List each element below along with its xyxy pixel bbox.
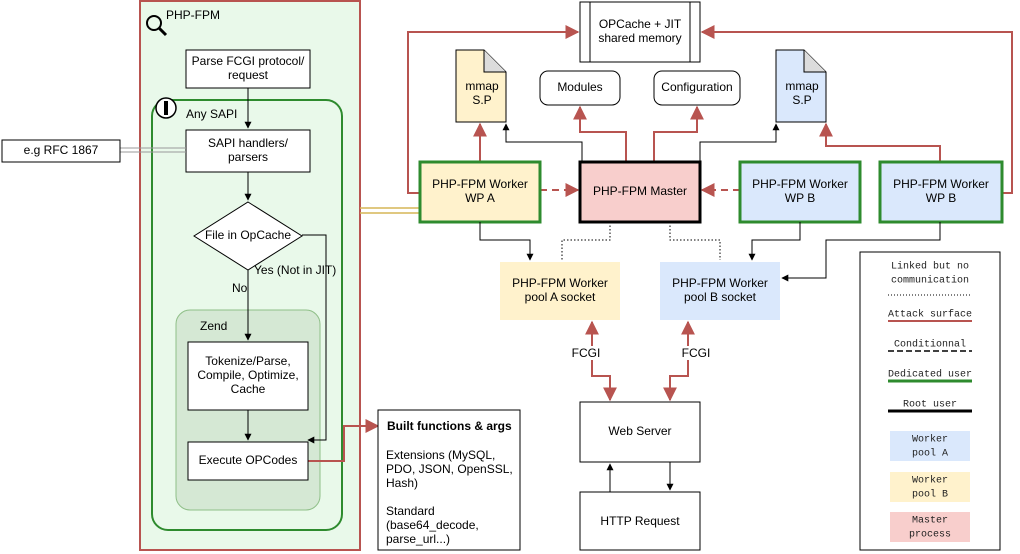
edge-fcgi-a (585, 320, 617, 402)
edge-label-fcgi-a: FCGI (572, 346, 601, 360)
node-sapi-handlers (185, 129, 311, 173)
edge-master-to-pool-a (561, 222, 611, 260)
node-parse-fcgi (185, 49, 311, 89)
edge-master-to-modules (573, 105, 627, 162)
edge-wpa-to-pool-a (479, 222, 534, 261)
edge-label-yes: Yes (Not in JIT) (254, 263, 336, 277)
edge-execute-to-builtins (308, 419, 380, 462)
node-file-in-opcache (193, 201, 303, 271)
node-http-request-label: HTTP Request (600, 514, 680, 528)
magnifier-icon (146, 15, 168, 37)
node-rfc-note-label: e.g RFC 1867 (24, 143, 99, 157)
php-fpm-panel-title: PHP-FPM (166, 8, 220, 22)
node-parse-fcgi-label: Parse FCGI protocol/request (192, 54, 305, 82)
edge-wpb2-to-opcache (700, 25, 1013, 194)
node-pool-a-socket (500, 262, 620, 320)
node-modules (539, 70, 621, 106)
node-master-label: PHP-FPM Master (593, 184, 687, 198)
edge-fcgi-b (663, 320, 695, 402)
edge-label-no: No (232, 281, 248, 295)
node-configuration-label: Configuration (661, 80, 732, 94)
edge-wpb2-to-mmap-b (819, 122, 941, 162)
node-rfc-note (1, 139, 121, 163)
edge-decision-yes (302, 234, 327, 444)
edge-wpb2-to-pool-b (781, 222, 941, 282)
edge-master-to-config (653, 105, 704, 162)
node-http-request (579, 491, 701, 551)
node-file-in-opcache-label: File in OpCache (205, 228, 291, 242)
lighthouse-icon (155, 97, 177, 119)
node-tokenize (187, 341, 309, 411)
legend-label-attack: Attack surface (888, 309, 972, 321)
legend-label-dedicated: Dedicated user (888, 369, 972, 381)
legend-swatch-pool-b (890, 472, 970, 502)
legend-swatch-pool-a (890, 431, 970, 461)
node-execute-opcodes (187, 441, 309, 481)
node-execute-opcodes-label: Execute OPCodes (199, 453, 298, 467)
any-sapi-title: Any SAPI (186, 107, 237, 121)
node-tokenize-label: Tokenize/Parse,Compile, Optimize,Cache (197, 354, 298, 396)
node-worker-wpb-1 (738, 160, 862, 224)
node-worker-wpb-2 (878, 160, 1004, 224)
node-sapi-handlers-label: SAPI handlers/parsers (208, 136, 289, 164)
legend-label-conditional: Conditionnal (894, 339, 966, 351)
node-web-server (579, 401, 701, 463)
legend-swatch-master (890, 512, 970, 542)
node-built-functions-body: Extensions (MySQL,PDO, JSON, OpenSSL,Has… (386, 448, 513, 546)
legend-label-root: Root user (903, 400, 957, 411)
node-built-functions (377, 409, 521, 551)
node-web-server-label: Web Server (608, 424, 671, 438)
edge-wpb1-to-pool-b (748, 222, 801, 261)
any-sapi-group (151, 99, 343, 531)
node-configuration (653, 70, 741, 106)
node-modules-label: Modules (557, 80, 602, 94)
node-pool-b-socket (660, 262, 780, 320)
edge-wpa-to-opcache (407, 25, 580, 194)
edge-master-to-pool-b (669, 222, 721, 260)
node-master (578, 160, 702, 224)
edge-label-fcgi-b: FCGI (682, 346, 711, 360)
node-built-functions-title: Built functions & args (387, 419, 512, 433)
zend-title: Zend (200, 319, 227, 333)
edge-wpb1-to-mmap-b (699, 123, 780, 162)
edge-master-to-mmap-a (502, 123, 583, 162)
node-worker-wpa (418, 160, 542, 224)
node-opcache-jit (579, 1, 701, 63)
